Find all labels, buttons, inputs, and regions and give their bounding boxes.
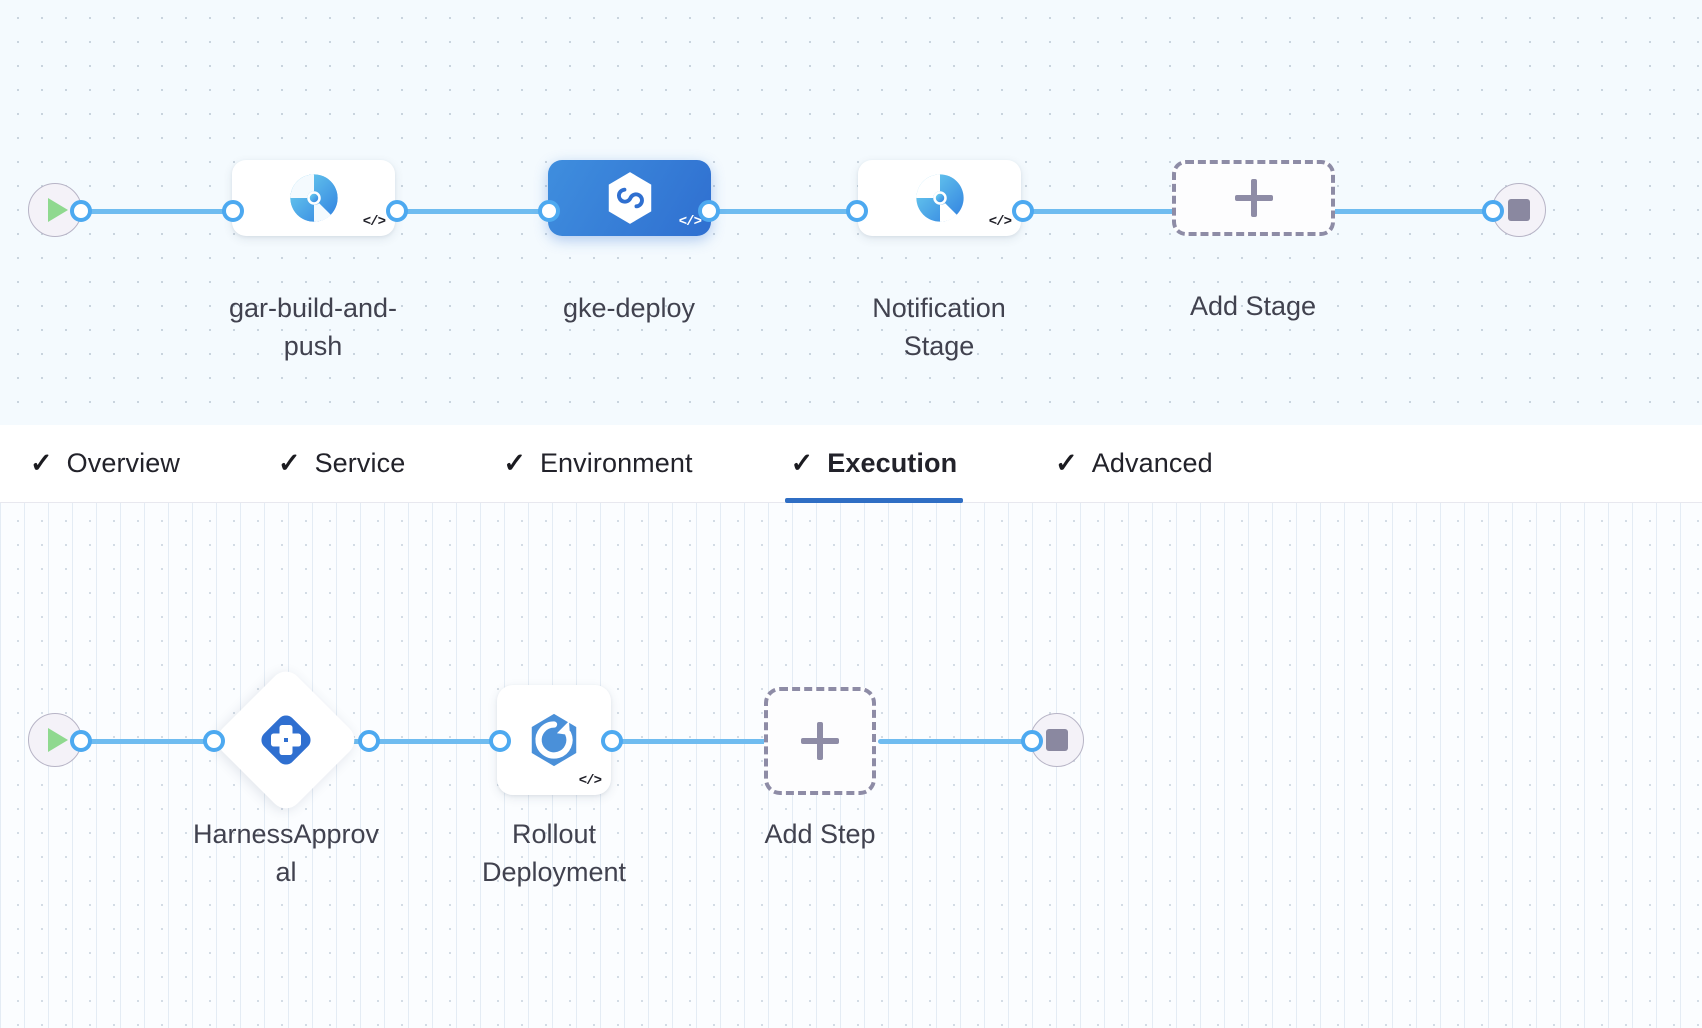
play-icon [48,198,68,222]
port-stage-1-in[interactable] [222,200,244,222]
port-exec-step-2-out[interactable] [601,730,623,752]
stop-icon [1046,729,1068,751]
tab-service[interactable]: ✓ Service [272,425,411,503]
custom-stage-icon [913,171,967,225]
play-icon [48,728,68,752]
step-label-rollout-deployment: Rollout Deployment [481,819,627,887]
edge-stage-3-to-add [1020,209,1190,214]
stage-graph-canvas[interactable]: </> gar-build-and- push </> gke-deploy [0,0,1702,425]
stop-icon [1508,199,1530,221]
yaml-code-badge[interactable]: </> [362,214,386,230]
add-stage-label: Add Stage [1189,291,1317,321]
yaml-code-badge[interactable]: </> [578,773,602,789]
yaml-code-badge[interactable]: </> [678,214,702,230]
port-stage-2-in[interactable] [538,200,560,222]
edge-exec-step-1-to-step-2 [366,739,511,744]
stage-label-gke-deploy: gke-deploy [562,293,696,323]
add-step-button[interactable] [764,687,876,795]
tab-execution[interactable]: ✓ Execution [784,425,964,503]
edge-start-to-stage-1 [72,209,242,214]
stage-node-notification-stage[interactable]: </> [858,160,1021,236]
edge-stage-2-to-stage-3 [708,209,873,214]
stage-node-gar-build-and-push[interactable]: </> [232,160,395,236]
stage-label-notification-stage: Notification Stage [872,293,1006,361]
edge-stage-1-to-stage-2 [396,209,566,214]
stage-config-tabs[interactable]: ✓Overview✓Service✓Environment✓Execution✓… [0,425,1702,503]
edge-exec-add-to-end [878,739,1043,744]
edge-add-to-end [1330,209,1500,214]
port-end-in[interactable] [1482,200,1504,222]
port-exec-start-out[interactable] [70,730,92,752]
add-stage-button[interactable] [1172,160,1335,236]
tab-label: Execution [827,448,958,478]
k8s-rollout-icon [525,711,583,769]
custom-stage-icon [287,171,341,225]
tab-advanced[interactable]: ✓ Advanced [1049,425,1219,503]
harness-hexagon-icon [606,171,654,225]
check-icon: ✓ [277,448,301,478]
execution-graph-canvas[interactable]: HarnessApprov al </> Rollout Deployment … [0,503,1702,1028]
tab-overview[interactable]: ✓ Overview [24,425,186,503]
stage-node-gke-deploy[interactable]: </> [548,160,711,236]
port-exec-step-2-in[interactable] [489,730,511,752]
tab-environment[interactable]: ✓ Environment [497,425,698,503]
yaml-code-badge[interactable]: </> [988,214,1012,230]
port-stage-1-out[interactable] [386,200,408,222]
port-stage-3-in[interactable] [846,200,868,222]
tab-label: Overview [66,448,180,478]
plus-icon [1234,179,1273,217]
edge-exec-start-to-step-1 [72,739,227,744]
step-node-rollout-deployment[interactable]: </> [497,685,611,795]
step-label-harness-approval: HarnessApprov al [192,819,380,887]
check-icon: ✓ [30,448,53,478]
plus-icon [801,722,839,760]
edge-exec-step-2-to-add [610,739,775,744]
tab-label: Environment [539,448,693,478]
check-icon: ✓ [790,448,814,478]
port-exec-end-in[interactable] [1021,730,1043,752]
stage-label-gar-build-and-push: gar-build-and- push [228,293,398,361]
port-stage-3-out[interactable] [1012,200,1034,222]
port-exec-step-1-in[interactable] [203,730,225,752]
add-step-label: Add Step [764,819,876,849]
check-icon: ✓ [503,448,526,478]
check-icon: ✓ [1055,448,1078,478]
port-start-out[interactable] [70,200,92,222]
port-exec-step-1-out[interactable] [358,730,380,752]
port-stage-2-out[interactable] [698,200,720,222]
tab-label: Advanced [1091,448,1213,478]
harness-approval-icon [258,712,314,768]
tab-label: Service [314,448,406,478]
